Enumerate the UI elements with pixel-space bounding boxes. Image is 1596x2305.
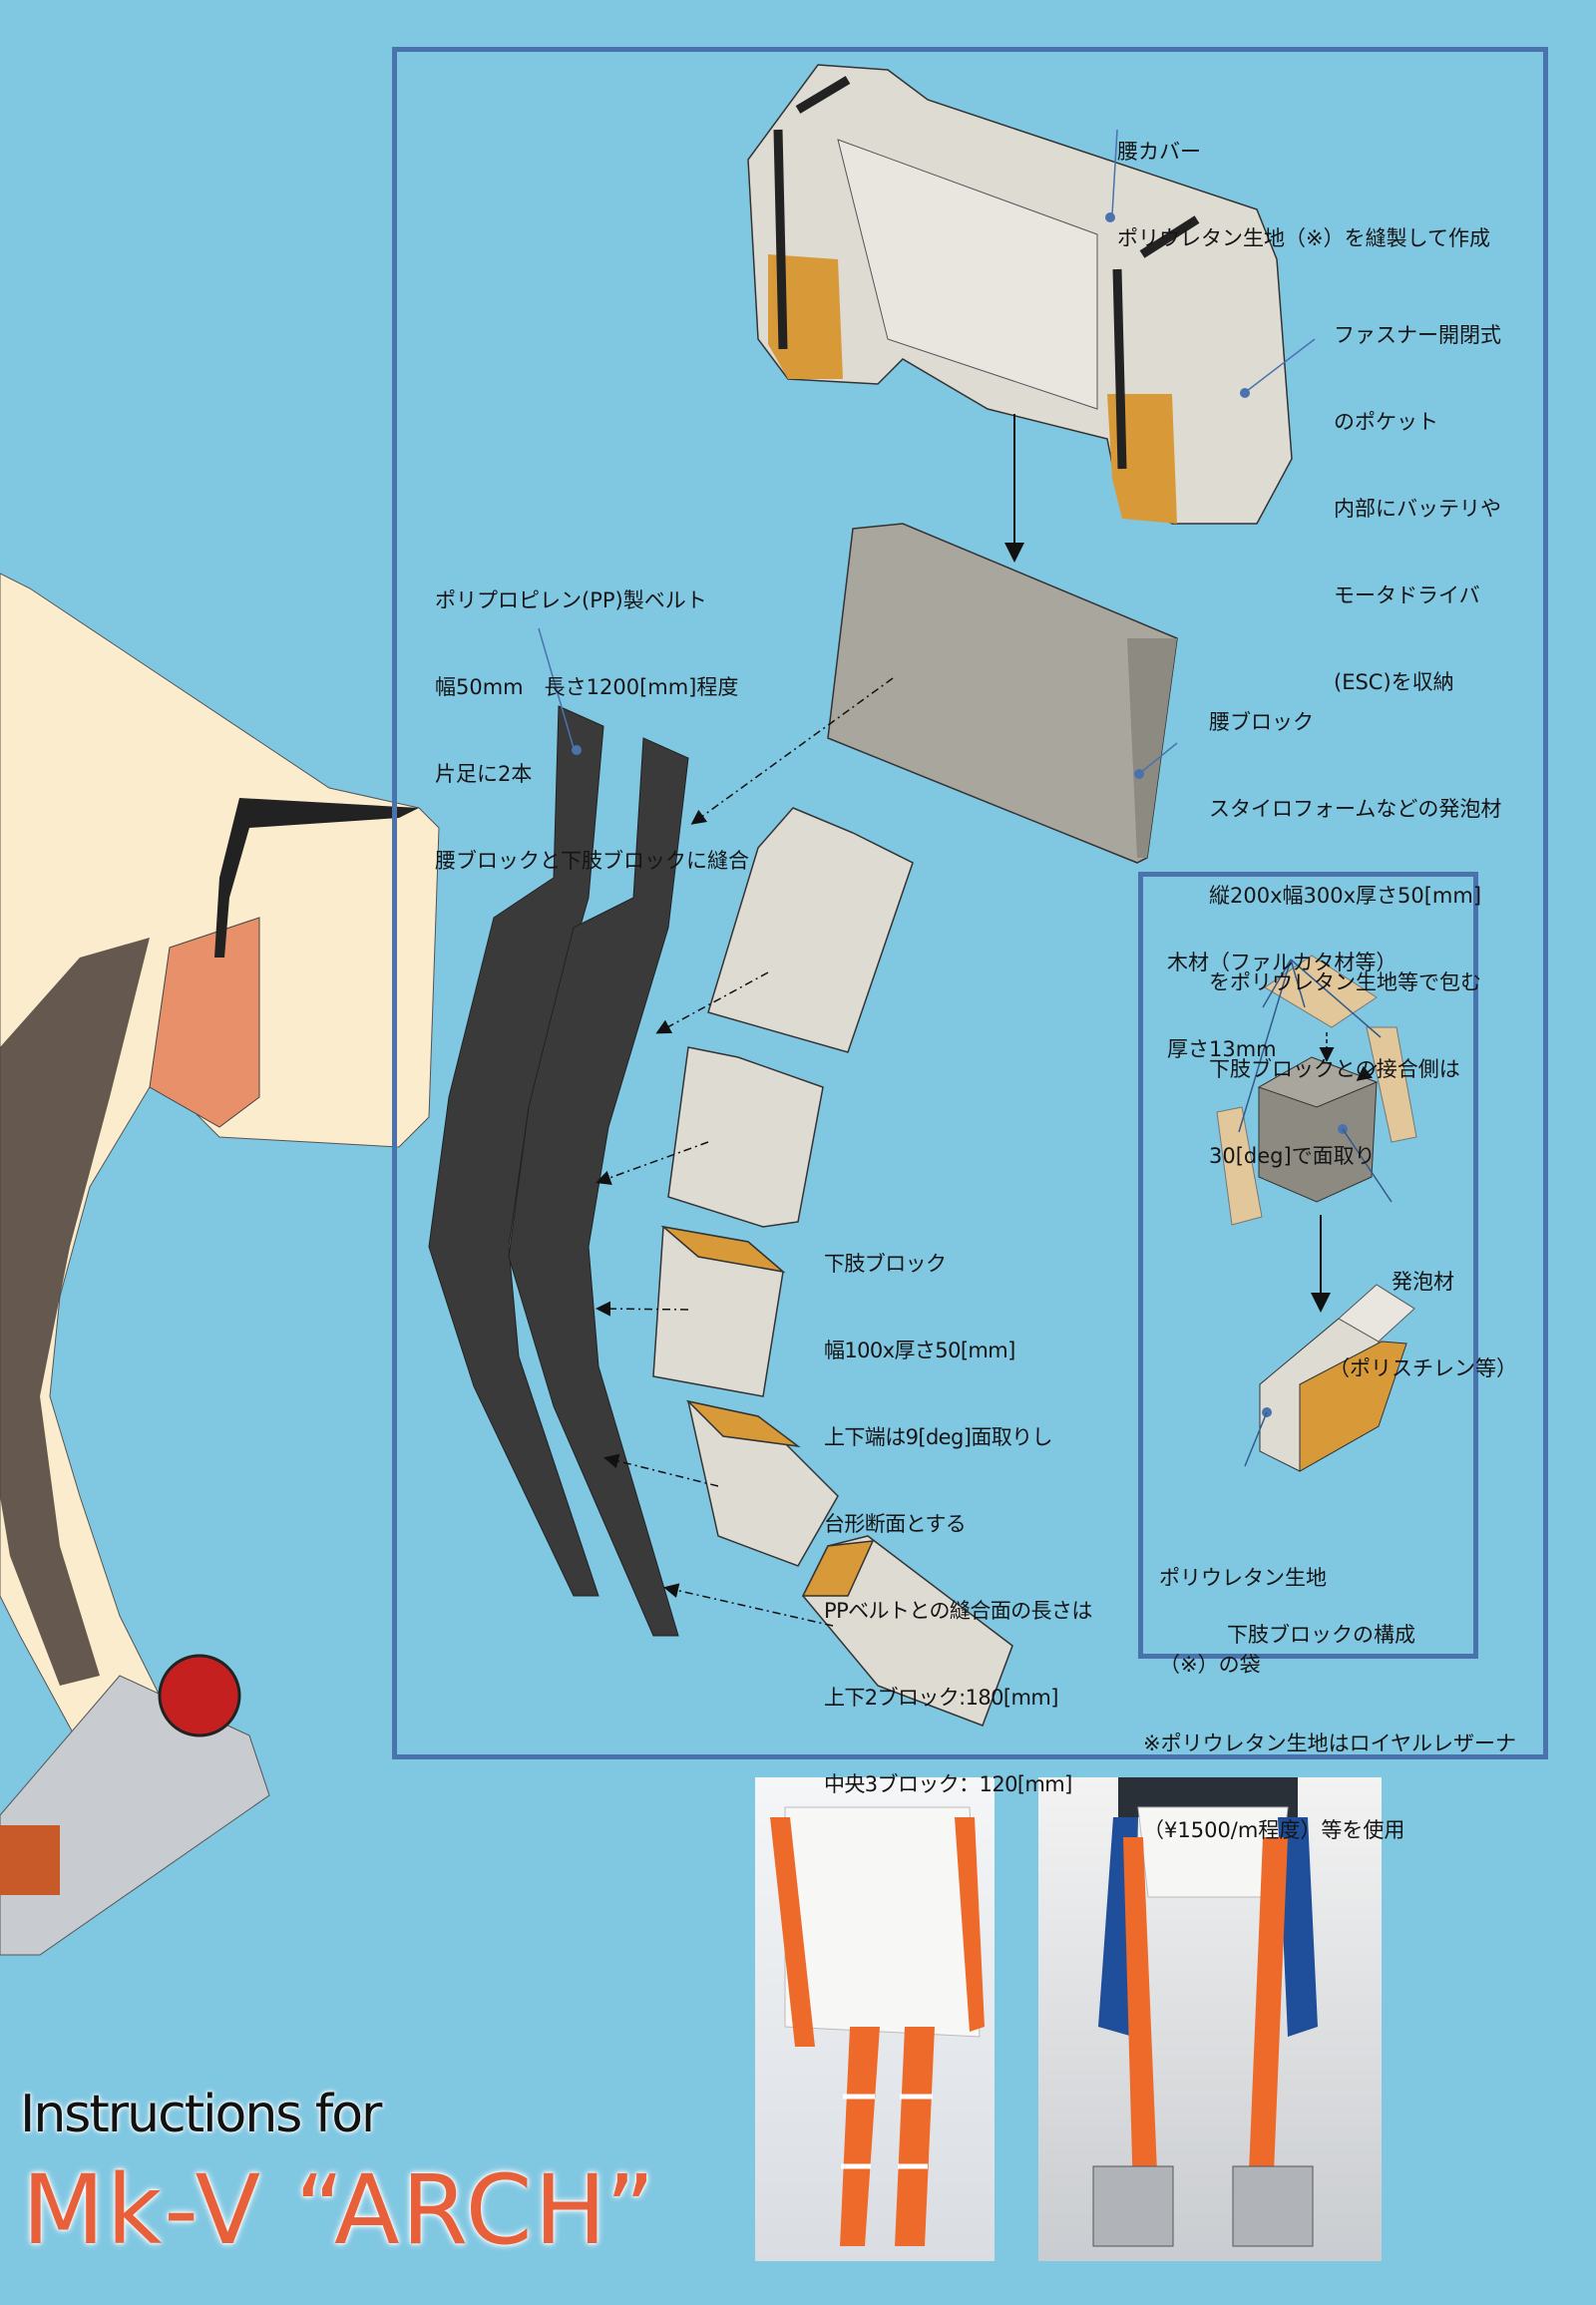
label-line: のポケット	[1334, 410, 1438, 434]
label-line: 腰ブロック	[1209, 710, 1314, 734]
label-line: 幅50mm 長さ1200[mm]程度	[435, 675, 739, 699]
label-line: 上下2ブロック:180[mm]	[824, 1686, 1058, 1710]
waist-block-illustration	[690, 523, 1178, 864]
label-line: 厚さ13mm	[1167, 1037, 1277, 1061]
label-line: 腰ブロックと下肢ブロックに縫合	[435, 849, 749, 873]
photo-prototype-studio	[755, 1777, 995, 2261]
label-line: ※ポリウレタン生地はロイヤルレザーナ	[1143, 1731, 1516, 1755]
pp-belt-label: ポリプロピレン(PP)製ベルト 幅50mm 長さ1200[mm]程度 片足に2本…	[435, 529, 749, 905]
label-line: 片足に2本	[435, 762, 533, 786]
main-diagram-frame	[392, 47, 1548, 1759]
leg-block-construction-illustration	[1216, 955, 1417, 1472]
pocket-label: ファスナー開閉式 のポケット 内部にバッテリや モータドライバ (ESC)を収納	[1334, 263, 1501, 726]
label-line: (ESC)を収納	[1334, 670, 1454, 694]
leg-block-inset-frame	[1138, 872, 1478, 1659]
waist-cover-label: 腰カバー ポリウレタン生地（※）を縫製して作成	[1117, 80, 1490, 282]
label-line: PPベルトとの縫合面の長さは	[824, 1599, 1092, 1623]
bag-label: ポリウレタン生地 （※）の袋	[1159, 1506, 1327, 1709]
label-line: ポリウレタン生地	[1159, 1566, 1327, 1590]
label-line: 木材（ファルカタ材等）	[1167, 951, 1397, 974]
foam-label: 発泡材 （ポリスチレン等）	[1329, 1210, 1517, 1412]
inset-caption: 下肢ブロックの構成	[1227, 1623, 1415, 1647]
label-line: 下肢ブロックとの接合側は	[1209, 1057, 1460, 1081]
label-line: 内部にバッテリや	[1334, 497, 1501, 521]
leg-block-label: 下肢ブロック 幅100x厚さ50[mm] 上下端は9[deg]面取りし 台形断面…	[824, 1192, 1092, 1828]
waist-cover-illustration	[747, 64, 1316, 563]
label-line: ポリウレタン生地（※）を縫製して作成	[1117, 226, 1490, 250]
wood-label: 木材（ファルカタ材等） 厚さ13mm	[1167, 891, 1396, 1093]
robot-model-illustration	[0, 573, 440, 1956]
waist-block-label: 腰ブロック スタイロフォームなどの発泡材 縦200x幅300x厚さ50[mm] …	[1209, 650, 1501, 1200]
label-line: 縦200x幅300x厚さ50[mm]	[1209, 884, 1482, 908]
photo-prototype-worn	[1038, 1777, 1382, 2261]
label-line: 中央3ブロック：120[mm]	[824, 1772, 1072, 1796]
leg-blocks-illustration	[652, 807, 1013, 1727]
title-line-2: Mk-V “ARCH”	[22, 2154, 657, 2266]
label-line: 台形断面とする	[824, 1512, 967, 1536]
label-line: スタイロフォームなどの発泡材	[1209, 797, 1502, 821]
title-line-1: Instructions for	[20, 2085, 382, 2144]
label-line: をポリウレタン生地等で包む	[1209, 970, 1481, 994]
label-line: （※）の袋	[1159, 1653, 1261, 1677]
label-line: （ポリスチレン等）	[1329, 1356, 1517, 1380]
label-line: モータドライバ	[1334, 583, 1480, 607]
label-line: ファスナー開閉式	[1334, 323, 1501, 347]
pp-belts-illustration	[428, 627, 689, 1637]
label-line: 30[deg]で面取り	[1209, 1144, 1376, 1168]
label-line: ポリプロピレン(PP)製ベルト	[435, 588, 707, 612]
label-line: 下肢ブロック	[824, 1252, 947, 1276]
label-line: （¥1500/m程度）等を使用	[1143, 1818, 1405, 1842]
label-line: 幅100x厚さ50[mm]	[824, 1339, 1015, 1362]
label-line: 発泡材	[1392, 1270, 1454, 1294]
fabric-note: ※ポリウレタン生地はロイヤルレザーナ （¥1500/m程度）等を使用	[1143, 1672, 1516, 1874]
label-line: 上下端は9[deg]面取りし	[824, 1425, 1053, 1449]
label-line: 腰カバー	[1117, 140, 1201, 164]
